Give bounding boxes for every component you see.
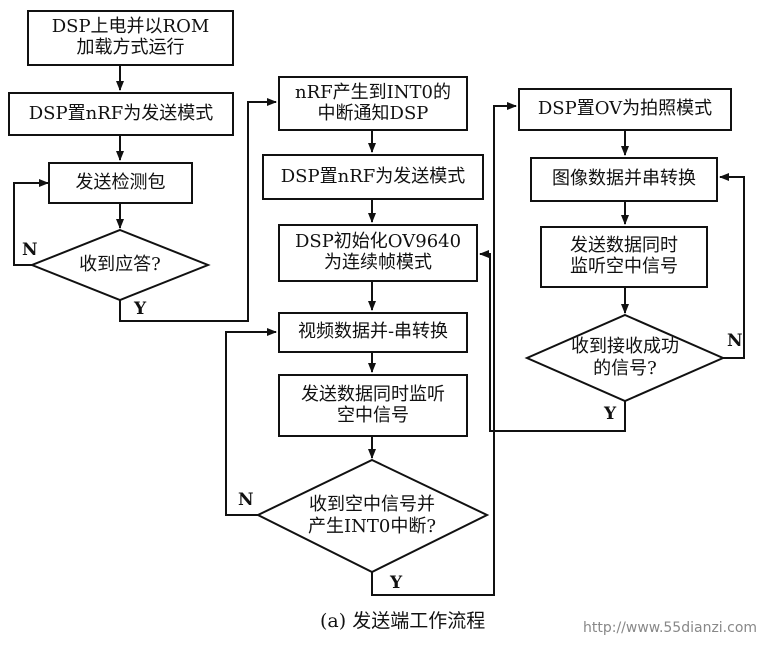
c2-init-ov-box: DSP初始化OV9640 为连续帧模式 [278,224,478,282]
figure-caption: (a) 发送端工作流程 [320,610,486,632]
c2-interrupt-box: nRF产生到INT0的 中断通知DSP [278,76,468,131]
c3-image-convert-text: 图像数据并串转换 [552,168,696,190]
c2-set-send-box: DSP置nRF为发送模式 [262,154,484,200]
c1-decision-text: 收到应答? [79,254,161,276]
c3-no-label: N [727,331,743,351]
c2-interrupt-text: nRF产生到INT0的 中断通知DSP [295,81,451,124]
c3-photo-mode-box: DSP置OV为拍照模式 [518,88,732,131]
c1-no-label: N [22,240,38,260]
c1-start-box: DSP上电并以ROM 加载方式运行 [27,10,234,66]
c1-start-text: DSP上电并以ROM 加载方式运行 [51,16,210,58]
c3-image-convert-box: 图像数据并串转换 [530,157,718,202]
c1-send-probe-box: 发送检测包 [48,162,193,204]
c1-send-probe-text: 发送检测包 [75,171,166,193]
c2-yes-label: Y [390,573,403,593]
c3-send-listen-box: 发送数据同时 监听空中信号 [540,226,708,288]
c3-decision-text: 收到接收成功 的信号? [571,336,679,379]
c1-yes-label: Y [134,299,147,319]
c3-send-listen-text: 发送数据同时 监听空中信号 [570,235,678,277]
c2-video-convert-box: 视频数据并-串转换 [278,312,468,353]
c2-video-convert-text: 视频数据并-串转换 [297,321,449,343]
loop-c1-no [13,179,49,266]
c3-photo-mode-text: DSP置OV为拍照模式 [537,98,713,120]
c2-send-listen-text: 发送数据同时监听 空中信号 [301,383,445,426]
path-c1-yes [119,98,277,322]
c2-send-listen-box: 发送数据同时监听 空中信号 [278,374,468,437]
loop-c2-no [225,328,277,516]
c2-decision-text: 收到空中信号并 产生INT0中断? [308,494,436,537]
loop-c3-no [719,173,745,359]
c2-no-label: N [238,490,254,510]
c3-yes-label: Y [604,404,617,424]
c1-set-send-box: DSP置nRF为发送模式 [8,92,234,136]
watermark: http://www.55dianzi.com [583,620,758,636]
path-c3-yes [479,250,626,432]
path-c2-yes [371,102,517,596]
c1-set-send-text: DSP置nRF为发送模式 [28,102,214,124]
c2-set-send-text: DSP置nRF为发送模式 [280,165,466,187]
c2-init-ov-text: DSP初始化OV9640 为连续帧模式 [294,231,462,273]
